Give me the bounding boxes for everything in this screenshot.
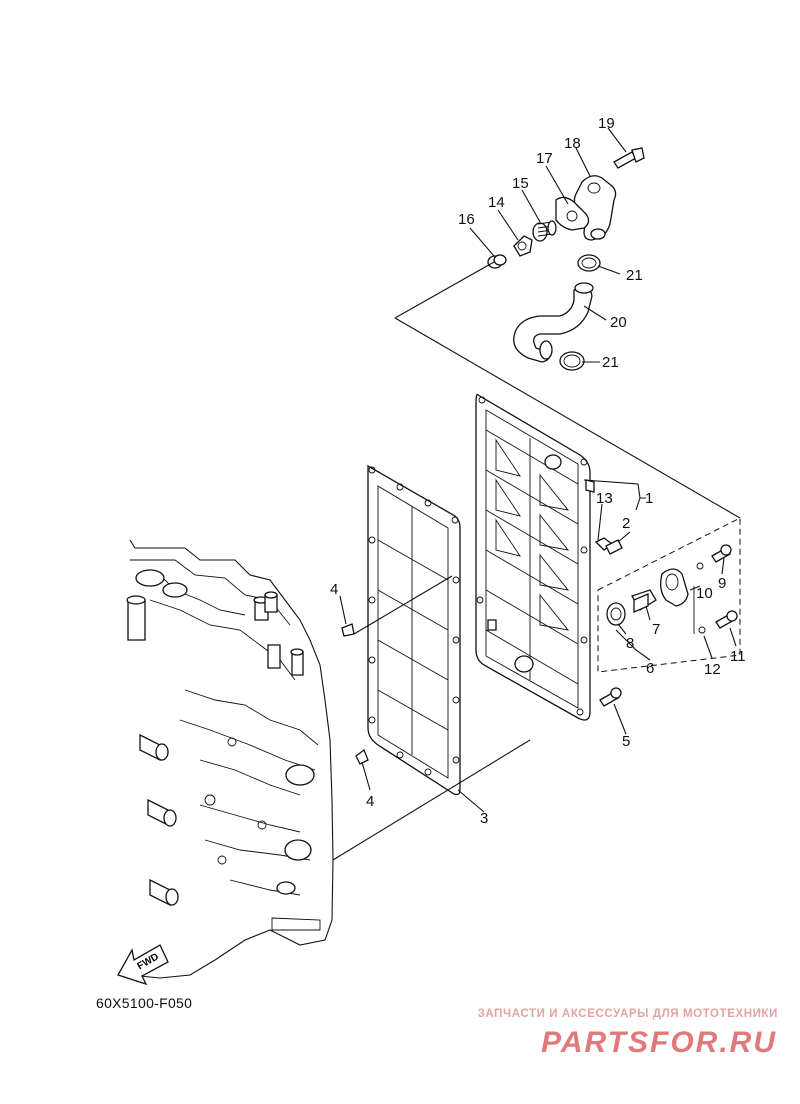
fwd-arrow: FWD bbox=[117, 944, 169, 986]
callout-7: 7 bbox=[652, 621, 660, 638]
callout-1: 1 bbox=[645, 490, 653, 507]
callout-16: 16 bbox=[458, 211, 475, 228]
callout-5: 5 bbox=[622, 733, 630, 750]
callout-12: 12 bbox=[704, 661, 721, 678]
callout-11: 11 bbox=[730, 648, 746, 665]
callout-15: 15 bbox=[512, 175, 529, 192]
callout-21-upper: 21 bbox=[626, 267, 643, 284]
callout-20: 20 bbox=[610, 314, 627, 331]
watermark-tagline: ЗАПЧАСТИ И АКСЕССУАРЫ ДЛЯ МОТОТЕХНИКИ bbox=[477, 1008, 778, 1020]
callout-17: 17 bbox=[536, 150, 553, 167]
callout-19: 19 bbox=[598, 115, 615, 132]
thermostat-assembly bbox=[487, 147, 645, 371]
callout-8: 8 bbox=[626, 635, 634, 652]
callout-9: 9 bbox=[718, 575, 726, 592]
callout-13: 13 bbox=[596, 490, 613, 507]
callout-10: 10 bbox=[696, 585, 713, 602]
callout-4-upper: 4 bbox=[330, 581, 338, 598]
watermark-logo: PARTSFOR.RU bbox=[541, 1026, 777, 1058]
gasket bbox=[367, 464, 461, 796]
diagram-code: 60X5100-F050 bbox=[96, 995, 193, 1011]
callout-2: 2 bbox=[622, 515, 630, 532]
callout-21-lower: 21 bbox=[602, 354, 619, 371]
callout-labels: 19 18 17 15 14 16 21 20 21 1 13 2 9 10 7… bbox=[330, 115, 746, 827]
watermark-logo-text: PARTSFOR.RU bbox=[541, 1026, 777, 1058]
callout-3: 3 bbox=[480, 810, 488, 827]
leader-lines bbox=[332, 127, 741, 861]
anode-parts bbox=[341, 517, 741, 765]
callout-6: 6 bbox=[646, 660, 654, 677]
engine-block bbox=[126, 539, 334, 979]
callout-14: 14 bbox=[488, 194, 505, 211]
exhaust-cover bbox=[475, 393, 595, 721]
callout-18: 18 bbox=[564, 135, 581, 152]
callout-4-lower: 4 bbox=[366, 793, 374, 810]
